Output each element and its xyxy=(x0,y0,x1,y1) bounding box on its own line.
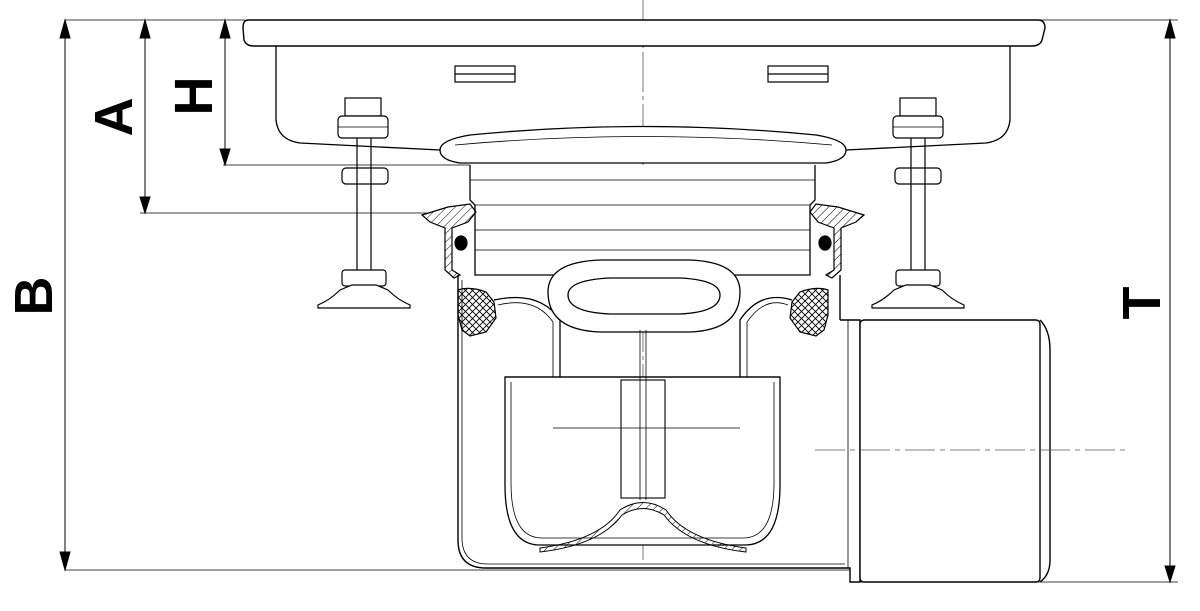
levelling-bolt-left xyxy=(317,97,411,309)
drain-body xyxy=(457,275,845,569)
clamp-flange-right xyxy=(809,203,866,279)
center-rib xyxy=(553,330,740,500)
dimension-label-h: H xyxy=(164,77,224,116)
dimension-label-a: A xyxy=(84,98,144,137)
grate-cover xyxy=(242,19,1046,47)
frame-body xyxy=(275,46,1011,151)
grate-lug-right xyxy=(767,65,829,83)
height-ring xyxy=(469,165,816,276)
inner-dish xyxy=(439,125,847,164)
outlet-pipe xyxy=(840,319,1051,583)
levelling-bolt-right xyxy=(871,97,965,309)
dimension-lines xyxy=(59,18,1176,584)
dimension-label-t: T xyxy=(1112,287,1172,320)
trap-bottom-section xyxy=(539,502,747,553)
seal-ring-right xyxy=(789,287,829,337)
grate-lug-left xyxy=(454,65,516,83)
dimension-label-b: B xyxy=(4,277,64,316)
clamp-flange-left xyxy=(420,203,477,279)
seal-ring-left xyxy=(457,287,497,337)
trap-handle xyxy=(547,259,741,333)
